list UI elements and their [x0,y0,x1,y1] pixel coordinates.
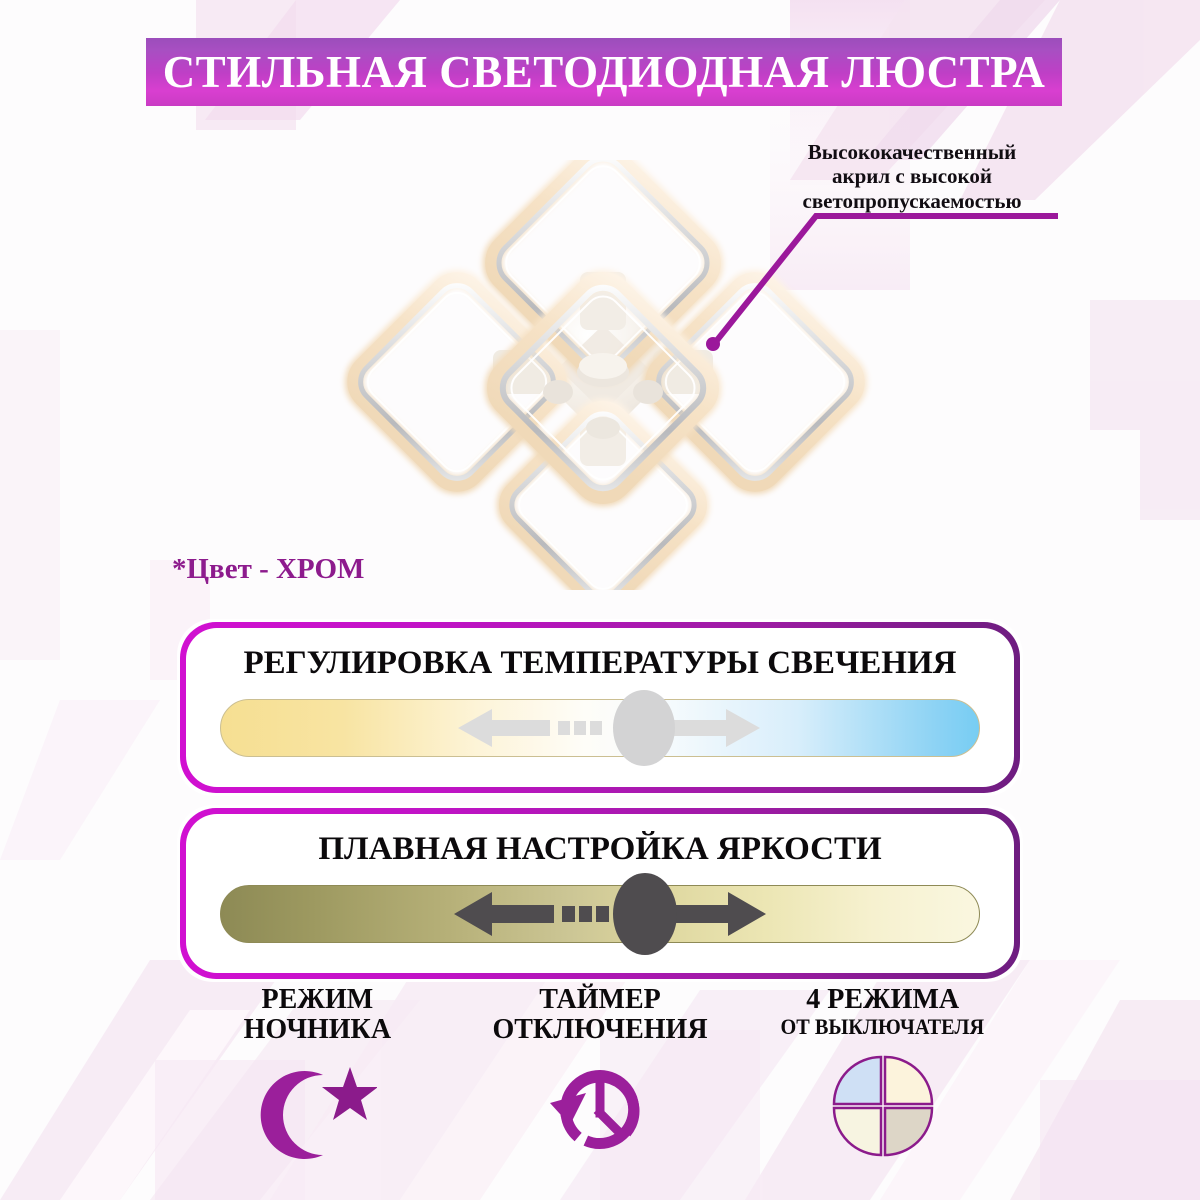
temperature-slider-knob[interactable] [613,689,675,766]
callout-line-1: Высококачественный [807,140,1017,164]
brightness-slider-arrows [454,891,766,936]
feature-label-line1: ТАЙМЕР [539,984,661,1015]
temperature-slider[interactable] [208,689,992,766]
panel-temperature: РЕГУЛИРОВКА ТЕМПЕРАТУРЫ СВЕЧЕНИЯ [177,619,1023,796]
feature-label-line2: ОТКЛЮЧЕНИЯ [492,1014,708,1046]
four-quadrant-circle-icon [832,1055,933,1157]
callout-line-2: акрил с высокой [832,164,992,189]
moon-star-icon [260,1067,378,1160]
panel-border: ПЛАВНАЯ НАСТРОЙКА ЯРКОСТИ [180,808,1020,979]
clock-rotate-icon-wrap [459,1059,742,1163]
four-quadrant-circle-icon-wrap [741,1054,1024,1158]
feature-label-line2: НОЧНИКА [243,1014,392,1046]
brightness-slider[interactable] [208,872,992,955]
feature-off-timer: ТАЙМЕР ОТКЛЮЧЕНИЯ [459,984,742,1163]
panel-inner: ПЛАВНАЯ НАСТРОЙКА ЯРКОСТИ [186,814,1014,973]
panel-title-brightness: ПЛАВНАЯ НАСТРОЙКА ЯРКОСТИ [318,831,882,867]
product-image-chandelier [344,160,868,590]
callout-annotation: Высококачественный акрил с высокой свето… [762,140,1062,213]
callout-anchor-dot [706,337,720,351]
feature-night-mode: РЕЖИМ НОЧНИКА [176,984,459,1163]
feature-four-modes: 4 РЕЖИМА ОТ ВЫКЛЮЧАТЕЛЯ [741,984,1024,1163]
panel-brightness: ПЛАВНАЯ НАСТРОЙКА ЯРКОСТИ [177,805,1023,982]
feature-list: РЕЖИМ НОЧНИКА ТАЙМЕР ОТКЛЮЧЕНИЯ [176,984,1024,1163]
moon-star-icon-wrap [176,1059,459,1163]
feature-label-sub: ОТ ВЫКЛЮЧАТЕЛЯ [780,1014,985,1040]
feature-label-line1: 4 РЕЖИМА [806,984,960,1015]
temperature-slider-arrows [458,708,760,747]
panel-inner: РЕГУЛИРОВКА ТЕМПЕРАТУРЫ СВЕЧЕНИЯ [186,628,1014,787]
callout-line-3: светопропускаемостью [802,188,1022,213]
header-banner: СТИЛЬНАЯ СВЕТОДИОДНАЯ ЛЮСТРА [146,38,1062,106]
callout-leader-line [706,213,1058,351]
brightness-slider-knob[interactable] [613,872,677,955]
panel-title-temperature: РЕГУЛИРОВКА ТЕМПЕРАТУРЫ СВЕЧЕНИЯ [243,645,957,681]
color-note: *Цвет - ХРОМ [172,553,365,585]
feature-label-line1: РЕЖИМ [261,984,374,1015]
panel-border: РЕГУЛИРОВКА ТЕМПЕРАТУРЫ СВЕЧЕНИЯ [180,622,1020,793]
page-title: СТИЛЬНАЯ СВЕТОДИОДНАЯ ЛЮСТРА [162,46,1046,97]
clock-rotate-icon [550,1070,640,1151]
